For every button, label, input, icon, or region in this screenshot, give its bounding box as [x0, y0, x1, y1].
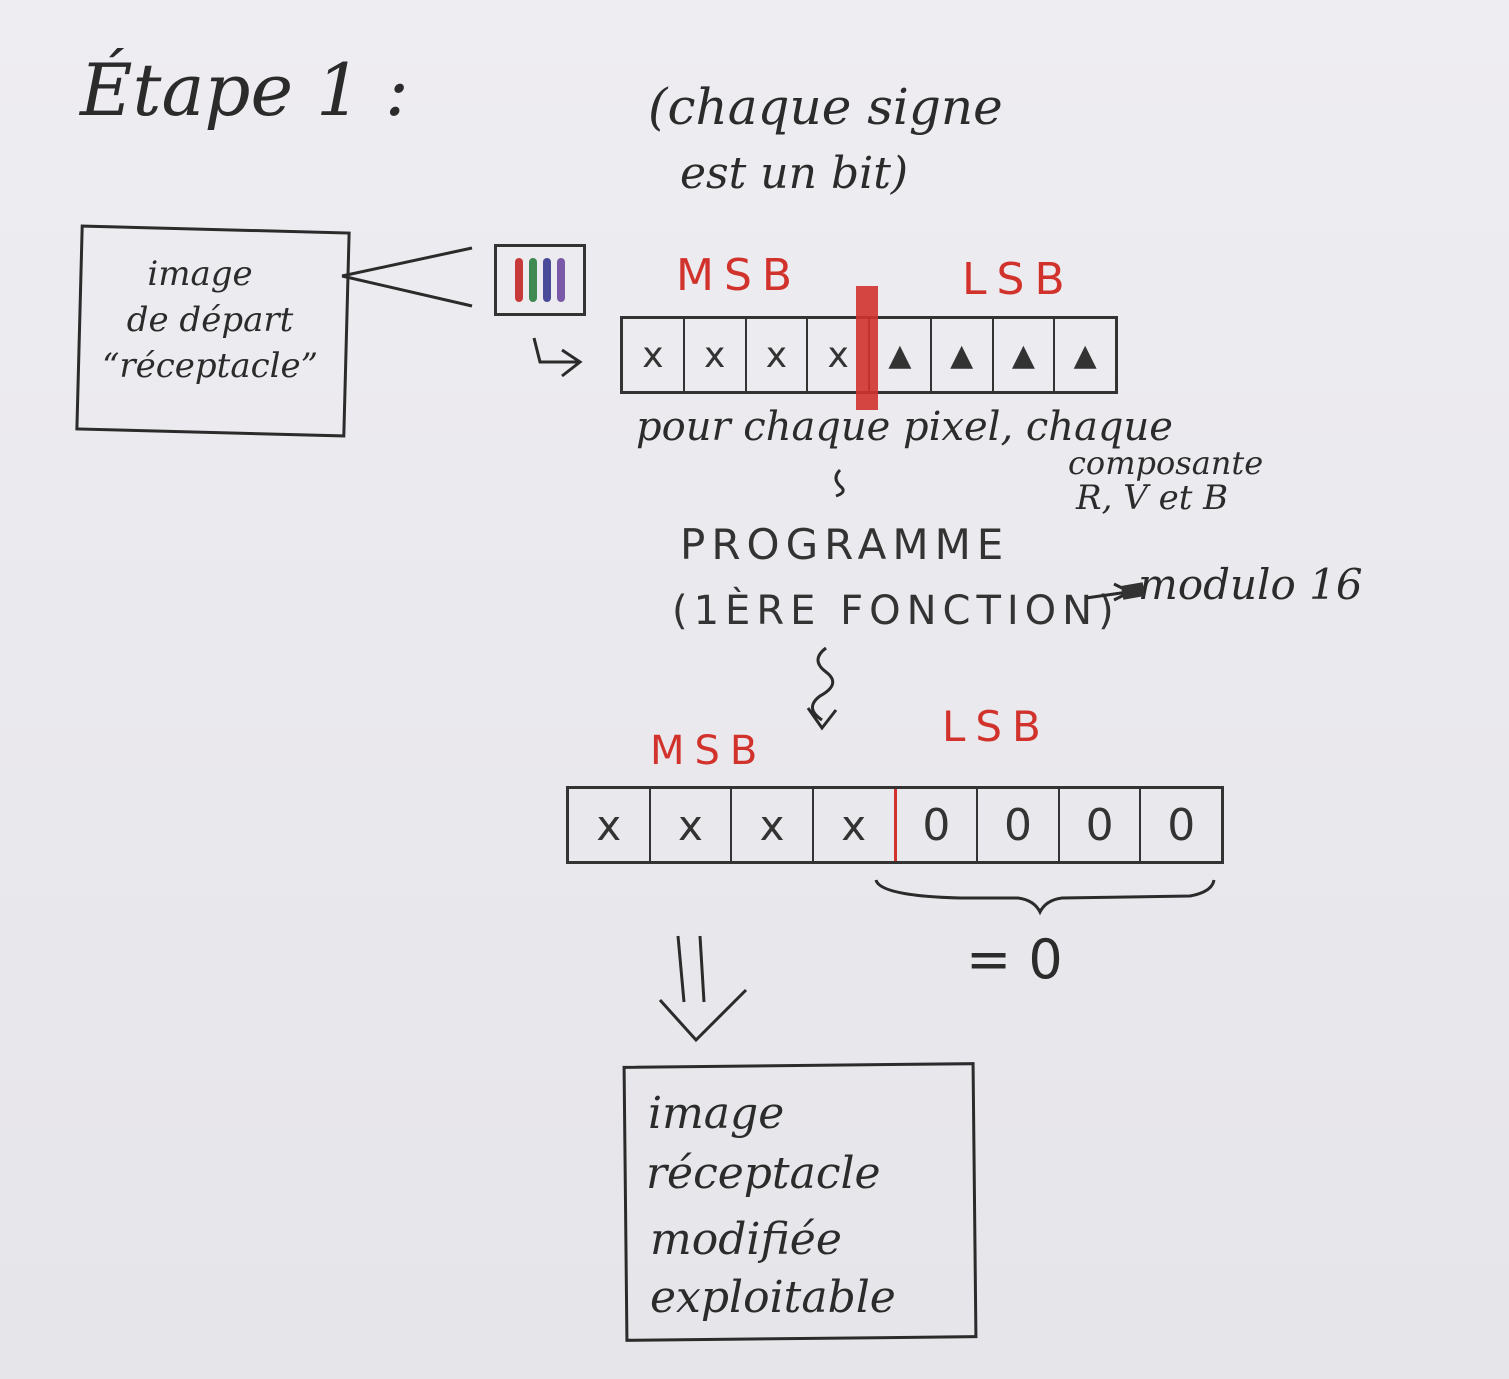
bottom-lsb-bit: 0	[1167, 799, 1196, 851]
double-arrow-down	[658, 935, 748, 1043]
top-msb-lsb-separator	[856, 286, 878, 410]
step-title: Étape 1 :	[80, 48, 409, 132]
pixel-to-byte-arrow	[532, 337, 583, 378]
top-msb-bit: x	[623, 319, 685, 391]
start-box-label-1: image	[147, 254, 253, 294]
top-lsb-bit: ▲	[994, 319, 1056, 391]
small-down-squiggle	[834, 468, 845, 498]
top-lsb-bit: ▲	[1073, 337, 1097, 373]
zoom-funnel-bottom	[341, 274, 473, 308]
note-line-2: est un bit)	[680, 148, 909, 199]
bottom-byte: x x x x 0 0 0 0	[566, 786, 1224, 864]
zoom-funnel-top	[341, 246, 473, 278]
top-lsb-bit: ▲	[870, 319, 932, 391]
green-stripe	[529, 258, 537, 302]
wavy-down-arrow	[806, 646, 838, 731]
program-function: (1ÈRE FONCTION)	[672, 588, 1120, 634]
top-msb-bit: x	[747, 319, 809, 391]
result-box-label-2: réceptacle	[646, 1148, 881, 1199]
brace-result: = 0	[966, 928, 1063, 991]
bottom-msb-bit: x	[569, 789, 651, 861]
lsb-brace	[874, 879, 1216, 916]
bottom-msb-label: MSB	[650, 728, 768, 774]
pixel-note-line-2: composante	[1068, 444, 1264, 482]
note-line-1: (chaque signe	[648, 78, 1003, 136]
bottom-lsb-bit: 0	[897, 789, 979, 861]
result-box-label-4: exploitable	[650, 1272, 896, 1323]
result-box-label-3: modifiée	[650, 1214, 842, 1265]
top-msb-label: MSB	[676, 250, 803, 301]
bottom-lsb-bit: 0	[978, 789, 1060, 861]
top-lsb-label: LSB	[962, 254, 1075, 305]
result-box-label-1: image	[648, 1088, 785, 1139]
start-box-label-3: “réceptacle”	[101, 346, 319, 386]
bottom-lsb-label: LSB	[942, 702, 1051, 751]
blue-stripe	[543, 258, 551, 302]
modulo-arrow-smudge	[1120, 582, 1146, 600]
bottom-msb-bit: x	[732, 789, 814, 861]
top-lsb-bit: ▲	[932, 319, 994, 391]
violet-stripe	[557, 258, 565, 302]
bottom-msb-bit: x	[814, 789, 897, 861]
top-msb-bit: x	[685, 319, 747, 391]
program-title: PROGRAMME	[680, 520, 1010, 569]
rgb-pixel-icon	[494, 244, 586, 316]
bottom-msb-bit: x	[651, 789, 733, 861]
bottom-lsb-bit: 0	[1060, 789, 1142, 861]
pixel-note-line-3: R, V et B	[1076, 478, 1229, 518]
program-arrow-note: modulo 16	[1138, 560, 1363, 609]
pixel-note-line-1: pour chaque pixel, chaque	[636, 404, 1173, 450]
start-box-label-2: de départ	[126, 300, 294, 340]
red-stripe	[515, 258, 523, 302]
